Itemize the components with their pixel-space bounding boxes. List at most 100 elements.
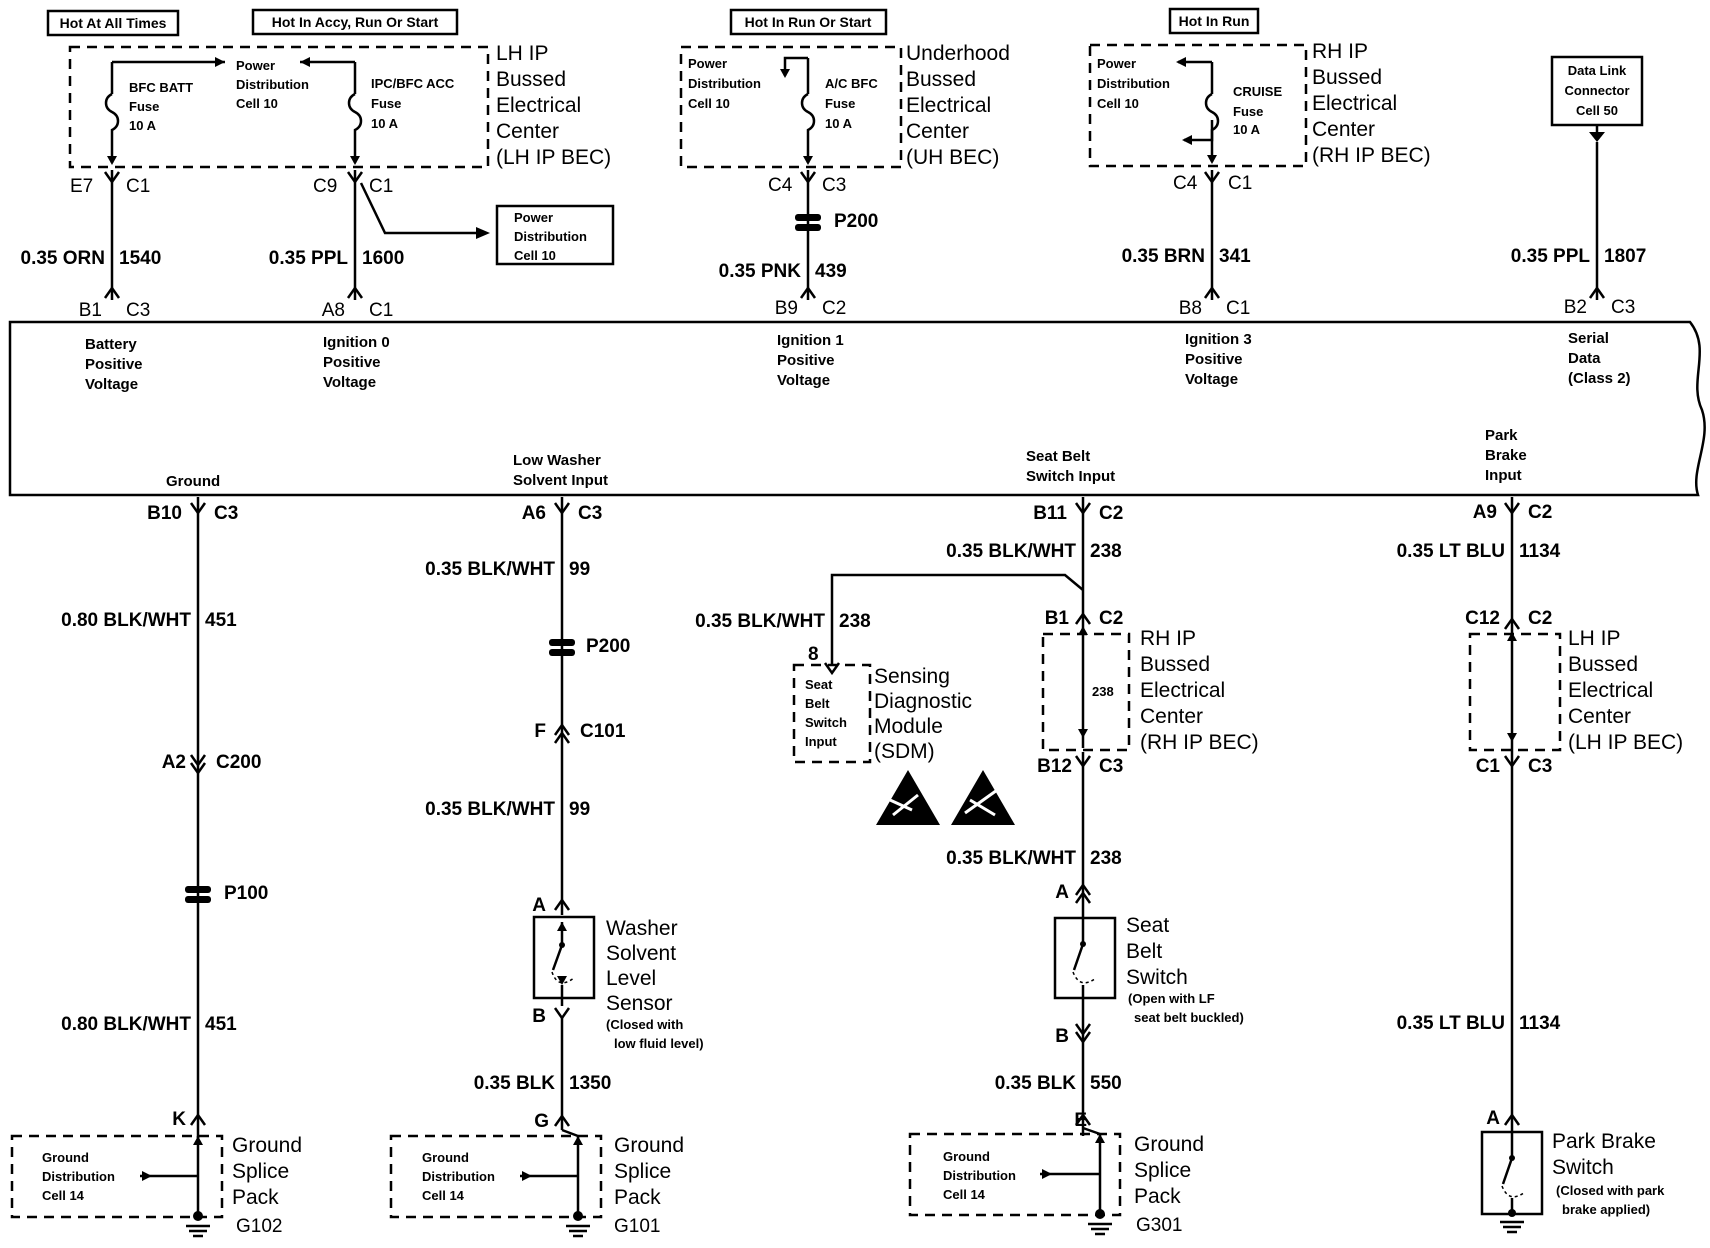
component-name: Bussed <box>1312 66 1382 89</box>
component-name: Switch <box>1126 966 1188 989</box>
ground-id: G301 <box>1136 1215 1182 1236</box>
module-box: Battery Positive Voltage Ignition 0 Posi… <box>8 320 1706 497</box>
pin-label: B12 <box>1037 756 1072 777</box>
component-name: Center <box>1140 705 1203 728</box>
power-dist-text: Distribution <box>236 77 309 92</box>
power-dist-text: Cell 10 <box>236 96 278 111</box>
component-name: Solvent <box>606 942 676 965</box>
dlc-text: Cell 50 <box>1576 103 1618 118</box>
component-name: Electrical <box>1140 679 1225 702</box>
component-name: Bussed <box>1568 653 1638 676</box>
gsp-inner: Distribution <box>943 1168 1016 1183</box>
connector-label: C1 <box>1228 173 1252 194</box>
input-label: Switch Input <box>1026 468 1115 485</box>
wire-gauge: 0.35 PPL <box>269 248 349 269</box>
gsp-inner: Ground <box>42 1150 89 1165</box>
fuse-label: Fuse <box>129 99 159 114</box>
header-text: Hot In Run Or Start <box>745 14 872 30</box>
connector-label: C101 <box>580 721 626 742</box>
input-label: Seat Belt <box>1026 448 1090 465</box>
pin-label: C12 <box>1465 608 1500 629</box>
component-name: Sensing <box>874 665 950 688</box>
wire-gauge: 0.35 BLK <box>474 1073 556 1094</box>
component-name: RH IP <box>1312 40 1368 63</box>
esd-warning-icon <box>876 770 940 825</box>
circuit-number: 550 <box>1090 1073 1122 1094</box>
connector-label: C2 <box>1099 608 1123 629</box>
component-name: Seat <box>1126 914 1169 937</box>
component-name: Switch <box>1552 1156 1614 1179</box>
pin-label: A <box>1486 1108 1500 1129</box>
component-name: (RH IP BEC) <box>1140 731 1259 754</box>
input-label: Low Washer <box>513 452 601 469</box>
wire-gauge: 0.35 BLK/WHT <box>946 541 1076 562</box>
fuse-label: 10 A <box>371 116 399 131</box>
circuit-number: 99 <box>569 799 590 820</box>
component-name: Center <box>1312 118 1375 141</box>
sdm-inner: Seat <box>805 677 833 692</box>
power-dist-text: Power <box>1097 56 1136 71</box>
top-wires: P200 <box>103 142 1606 300</box>
pin-label: B10 <box>147 503 182 524</box>
input-label: Voltage <box>1185 371 1238 388</box>
connector-label: C2 <box>1528 608 1552 629</box>
park-brake-branch: A9 C2 0.35 LT BLU 1134 C12 C2 LH IP Buss… <box>1397 497 1683 1234</box>
component-name: (RH IP BEC) <box>1312 144 1431 167</box>
component-name: Bussed <box>496 68 566 91</box>
wire-gauge: 0.35 PPL <box>1511 246 1591 267</box>
splice-label: P100 <box>224 883 268 904</box>
header-hot-at-all-times: Hot At All Times <box>46 9 180 37</box>
washer-branch: A6 C3 0.35 BLK/WHT 99 P200 F C101 0.35 B… <box>389 497 704 1238</box>
header-hot-in-run: Hot In Run <box>1168 7 1260 35</box>
circuit-number: 1540 <box>119 248 161 269</box>
circuit-number: 451 <box>205 610 237 631</box>
component-note: brake applied) <box>1562 1202 1650 1217</box>
power-dist-text: Distribution <box>1097 76 1170 91</box>
input-label: Positive <box>1185 351 1243 368</box>
circuit-number: 341 <box>1219 246 1251 267</box>
sdm-inner: Input <box>805 734 837 749</box>
splice-label: P200 <box>834 211 878 232</box>
gsp-inner: Cell 14 <box>943 1187 986 1202</box>
component-name: Underhood <box>906 42 1010 65</box>
component-name: Splice <box>232 1160 289 1183</box>
component-name: (LH IP BEC) <box>1568 731 1683 754</box>
pin-label: C1 <box>1476 756 1501 777</box>
fuse-label: IPC/BFC ACC <box>371 76 455 91</box>
pin-label: B1 <box>79 300 102 321</box>
connector-label: C1 <box>369 300 393 321</box>
pin-label: B9 <box>775 298 798 319</box>
input-label: Park <box>1485 427 1518 444</box>
connector-label: C3 <box>578 503 602 524</box>
dlc-text: Connector <box>1565 83 1630 98</box>
connector-label: C3 <box>126 300 150 321</box>
fuse-label: 10 A <box>129 118 157 133</box>
component-name: Center <box>1568 705 1631 728</box>
wire-gauge: 0.35 BLK/WHT <box>425 559 555 580</box>
fuse-label: CRUISE <box>1233 84 1282 99</box>
component-name: Pack <box>1134 1185 1181 1208</box>
fuse-label: BFC BATT <box>129 80 193 95</box>
header-text: Hot In Run <box>1179 13 1250 29</box>
circuit-number: 451 <box>205 1014 237 1035</box>
component-name: Center <box>906 120 969 143</box>
fuse-label: A/C BFC <box>825 76 878 91</box>
data-link-connector: Data Link Connector Cell 50 <box>1550 55 1644 142</box>
input-label: Serial <box>1568 330 1609 347</box>
input-label: Battery <box>85 336 137 353</box>
input-label: Ignition 1 <box>777 332 844 349</box>
power-dist-text: Distribution <box>688 76 761 91</box>
input-label: Ignition 0 <box>323 334 390 351</box>
input-label: Positive <box>85 356 143 373</box>
pin-label: A9 <box>1473 502 1497 523</box>
uh-bec-top: Power Distribution Cell 10 A/C BFC Fuse … <box>679 42 1010 196</box>
circuit-number: 1134 <box>1519 1013 1561 1034</box>
connector-label: C3 <box>1099 756 1123 777</box>
wire-gauge: 0.35 ORN <box>21 248 105 269</box>
component-name: Splice <box>614 1160 671 1183</box>
circuit-number: 1807 <box>1604 246 1646 267</box>
connector-label: C2 <box>822 298 846 319</box>
component-name: Electrical <box>1568 679 1653 702</box>
component-name: Park Brake <box>1552 1130 1656 1153</box>
connector-label: C2 <box>1528 502 1552 523</box>
